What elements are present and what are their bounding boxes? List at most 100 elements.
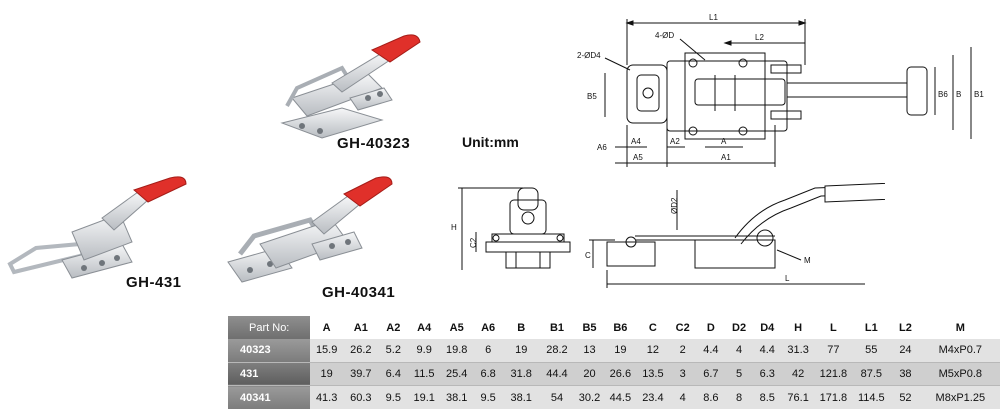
header-a6: A6	[472, 316, 504, 339]
cell: 171.8	[819, 391, 848, 404]
product-photo-gh-40341	[220, 172, 400, 287]
spec-table: Part No: A A1 A2 A4 A5 A6 B B1 B5 B6 C C…	[228, 316, 1000, 409]
header-a2: A2	[378, 316, 408, 339]
cell-part-no: 40341	[228, 385, 311, 409]
header-a1: A1	[342, 316, 379, 339]
cell: 44.4	[539, 361, 575, 387]
cell: 4	[736, 344, 743, 357]
dim-label-a: A	[721, 137, 727, 146]
dim-label-d4: 2-ØD4	[577, 51, 601, 60]
dim-label-d: 4-ØD	[655, 31, 674, 40]
dim-label-a2: A2	[670, 137, 680, 146]
cell: 31.8	[503, 361, 540, 387]
dim-label-l1: L1	[709, 13, 718, 22]
cell: 6.8	[472, 361, 504, 387]
dim-label-b1: B1	[974, 90, 984, 99]
cell: 11.5	[407, 361, 441, 387]
cell: 39.7	[342, 361, 379, 387]
cell: 4.4	[703, 344, 719, 357]
header-b6: B6	[604, 316, 637, 339]
header-h: H	[781, 316, 815, 339]
cell: 6.4	[378, 361, 408, 387]
cell: M8xP1.25	[935, 391, 986, 404]
header-b: B	[503, 316, 540, 339]
cell: 26.2	[350, 344, 372, 357]
table-row: 40323 15.9 26.2 5.2 9.9 19.8 6 19 28.2 1…	[228, 339, 1000, 363]
cell: 19	[614, 344, 627, 357]
cell-part-no: 431	[228, 361, 311, 387]
cell: 60.3	[350, 391, 372, 404]
dim-label-m: M	[804, 256, 811, 265]
dim-label-l: L	[785, 274, 790, 283]
dim-label-c: C	[585, 251, 591, 260]
cell: 23.4	[642, 391, 664, 404]
cell: 5.2	[385, 344, 401, 357]
model-label-gh-40323: GH-40323	[337, 135, 411, 152]
dim-label-a6: A6	[597, 143, 607, 152]
cell: 19.8	[446, 344, 468, 357]
cell: 19	[515, 344, 528, 357]
cell: 25.4	[440, 361, 473, 387]
top-view-drawing: L1 L2 4-ØD 2-ØD4 B5 B6 B	[575, 5, 995, 175]
cell: 6.3	[752, 361, 782, 387]
cell: 13.5	[636, 361, 670, 387]
cell: 8	[736, 391, 743, 404]
header-part-no: Part No:	[228, 316, 311, 339]
header-a: A	[310, 316, 343, 339]
cell: 52	[899, 391, 912, 404]
unit-label: Unit:mm	[462, 134, 519, 150]
cell: 20	[574, 361, 605, 387]
cell: 6.7	[696, 361, 726, 387]
cell: 31.3	[787, 344, 809, 357]
model-label-gh-431: GH-431	[126, 274, 182, 291]
table-row: 431 19 39.7 6.4 11.5 25.4 6.8 31.8 44.4 …	[228, 361, 1000, 387]
cell: 15.9	[315, 344, 338, 357]
header-c2: C2	[669, 316, 697, 339]
cell: 54	[550, 391, 564, 404]
cell: 30.2	[578, 391, 601, 404]
cell: 8.6	[703, 391, 719, 404]
dim-label-a4: A4	[631, 137, 641, 146]
cell-part-no: 40323	[228, 339, 311, 363]
cell: 13	[583, 344, 596, 357]
cell: 42	[781, 361, 815, 387]
product-photo-gh-40323	[272, 28, 432, 148]
front-view-drawing: H C2	[448, 180, 593, 280]
dim-label-c2: C2	[469, 237, 478, 248]
cell: 55	[865, 344, 878, 357]
cell: 44.5	[609, 391, 632, 404]
spec-table-header-row: Part No: A A1 A2 A4 A5 A6 B B1 B5 B6 C C…	[228, 316, 1000, 339]
cell: 5	[725, 361, 753, 387]
header-l2: L2	[890, 316, 921, 339]
cell: 4.4	[759, 344, 775, 357]
cell: 38.1	[446, 391, 468, 404]
header-b1: B1	[539, 316, 575, 339]
header-m: M	[920, 316, 1000, 339]
dim-label-a1: A1	[721, 153, 731, 162]
cell: 9.5	[480, 391, 496, 404]
header-l: L	[814, 316, 853, 339]
cell: 41.3	[315, 391, 338, 404]
cell: 12	[646, 344, 660, 357]
cell: 9.9	[416, 344, 432, 357]
cell: 26.6	[604, 361, 637, 387]
header-c: C	[636, 316, 670, 339]
table-row: 40341 41.3 60.3 9.5 19.1 38.1 9.5 38.1 5…	[228, 385, 1000, 409]
cell: 28.2	[546, 344, 568, 357]
cell: 77	[827, 344, 840, 357]
cell: 8.5	[759, 391, 775, 404]
header-d2: D2	[725, 316, 753, 339]
cell: 38.1	[510, 391, 532, 404]
header-a4: A4	[407, 316, 441, 339]
cell: M5xP0.8	[920, 361, 1000, 387]
cell: 114.5	[857, 391, 885, 404]
header-a5: A5	[440, 316, 473, 339]
dim-label-l2: L2	[755, 33, 764, 42]
cell: 2	[679, 344, 686, 357]
dim-label-h: H	[451, 223, 457, 232]
header-d4: D4	[752, 316, 782, 339]
side-view-drawing: C ØD2 M L	[585, 180, 885, 295]
cell: 19.1	[413, 391, 435, 404]
cell: 87.5	[852, 361, 891, 387]
dim-label-b: B	[956, 90, 961, 99]
